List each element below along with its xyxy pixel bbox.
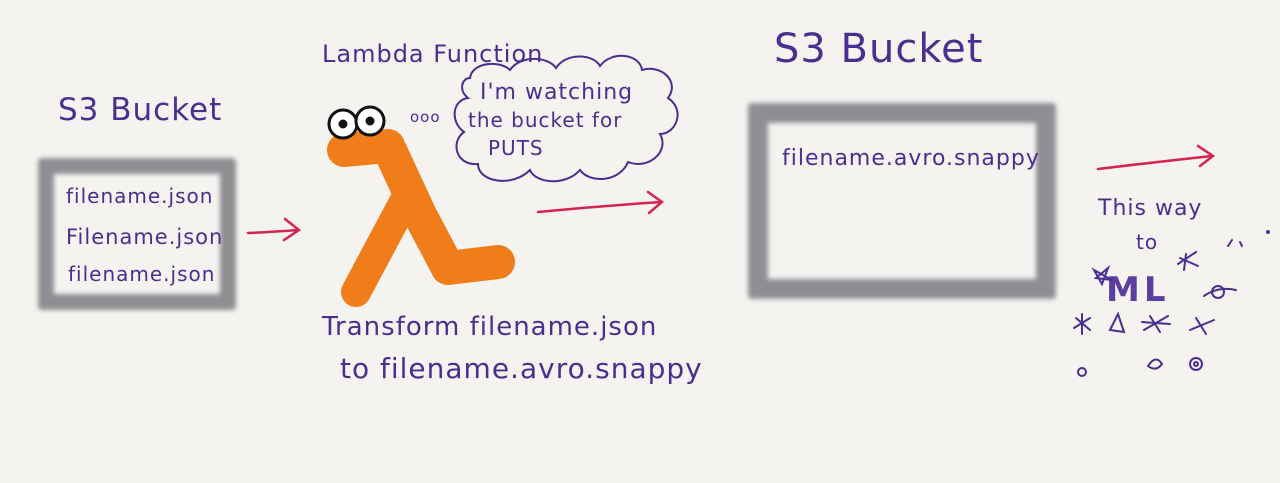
transform-line-2: to filename.avro.snappy: [340, 352, 703, 385]
doodle-triangle-icon: [1108, 311, 1126, 334]
thought-dots: ooo: [410, 108, 441, 126]
arrow-left-to-lambda: [246, 217, 302, 242]
left-file-1: filename.json: [66, 184, 214, 208]
lambda-icon: [327, 129, 515, 307]
doodle-loop-icon: [1147, 358, 1164, 370]
doodle-swirl-icon: [1189, 357, 1203, 371]
doodle-star-icon: [1091, 264, 1113, 287]
doodle-tick-icon: [1227, 239, 1243, 247]
doodle-hash-icon: [1177, 251, 1199, 271]
transform-line-1: Transform filename.json: [322, 312, 658, 342]
arrow-to-ml: [1096, 144, 1216, 171]
thought-line-2: the bucket for: [468, 108, 623, 132]
doodle-asterisk-icon: [1073, 313, 1091, 335]
ml-text: ML: [1106, 270, 1170, 310]
arrow-lambda-to-right-bucket: [536, 190, 665, 215]
thought-line-3: PUTS: [488, 136, 544, 160]
doodle-cross-icon: [1189, 317, 1215, 335]
this-way-text: This way: [1098, 196, 1203, 221]
doodle-dot-icon: [1077, 367, 1087, 377]
left-bucket-title: S3 Bucket: [58, 92, 223, 128]
left-file-3: filename.json: [68, 262, 216, 286]
thought-line-1: I'm watching: [480, 80, 634, 105]
left-file-2: Filename.json: [66, 225, 224, 249]
right-bucket-title: S3 Bucket: [774, 26, 984, 72]
right-bucket-file: filename.avro.snappy: [782, 146, 1040, 171]
lambda-title: Lambda Function: [322, 40, 544, 68]
doodle-planet-icon: [1203, 285, 1237, 299]
doodle-scribble-icon: [1141, 315, 1171, 333]
thought-cloud-icon: [453, 54, 679, 183]
left-bucket-box: [38, 158, 236, 310]
doodle-small-dot-icon: [1266, 230, 1270, 234]
right-bucket-box: [748, 103, 1056, 299]
to-text: to: [1136, 230, 1159, 254]
lambda-eyes-icon: [327, 105, 386, 140]
